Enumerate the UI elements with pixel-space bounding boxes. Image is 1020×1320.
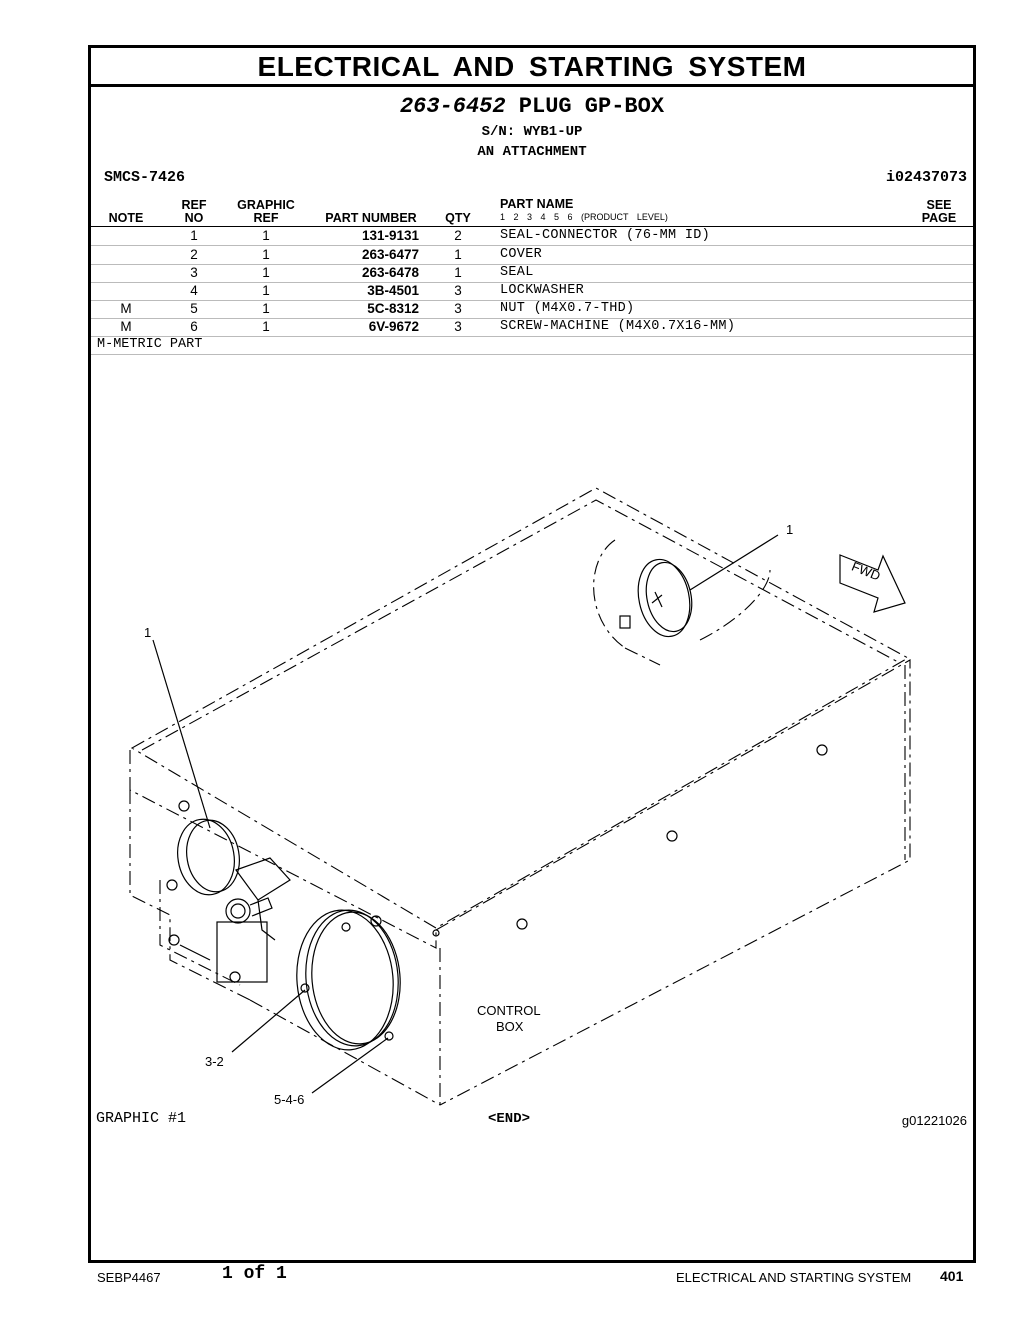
header-divider bbox=[91, 226, 973, 227]
col-ref-top: REF bbox=[181, 198, 207, 212]
col-note: NOTE bbox=[108, 211, 144, 225]
row-ref: 1 bbox=[190, 228, 198, 243]
attachment-label: AN ATTACHMENT bbox=[477, 144, 587, 160]
row-part-number: 5C-8312 bbox=[367, 301, 419, 316]
row-qty: 3 bbox=[454, 301, 462, 316]
row-ref: 4 bbox=[190, 283, 198, 298]
row-graphic-ref: 1 bbox=[262, 319, 270, 334]
table-row: 4 1 3B-4501 3 LOCKWASHER bbox=[91, 282, 973, 301]
row-ref: 3 bbox=[190, 265, 198, 280]
row-qty: 3 bbox=[454, 319, 462, 334]
group-title: 263-6452 PLUG GP-BOX bbox=[91, 94, 973, 119]
row-part-name: SEAL-CONNECTOR (76-MM ID) bbox=[500, 228, 711, 243]
col-see-bottom: PAGE bbox=[921, 211, 957, 225]
system-title: ELECTRICAL AND STARTING SYSTEM bbox=[91, 48, 973, 87]
end-marker: <END> bbox=[488, 1111, 531, 1127]
row-graphic-ref: 1 bbox=[262, 301, 270, 316]
row-note: M bbox=[120, 301, 132, 316]
col-qty: QTY bbox=[445, 211, 471, 225]
row-qty: 3 bbox=[454, 283, 462, 298]
group-part-number: 263-6452 bbox=[399, 94, 506, 119]
row-part-name: SEAL bbox=[500, 265, 534, 280]
fwd-arrow-label: FWD bbox=[849, 559, 882, 584]
control-box-label-1: CONTROL bbox=[477, 1003, 541, 1018]
table-row: 3 1 263-6478 1 SEAL bbox=[91, 264, 973, 283]
row-ref: 5 bbox=[190, 301, 198, 316]
col-part-name: PART NAME bbox=[500, 197, 574, 211]
row-graphic-ref: 1 bbox=[262, 283, 270, 298]
col-graphic-bottom: REF bbox=[253, 211, 279, 225]
graphic-id: g01221026 bbox=[901, 1113, 967, 1128]
smcs-code: SMCS-7426 bbox=[104, 169, 186, 186]
row-note: M bbox=[120, 319, 132, 334]
footnote-divider bbox=[91, 354, 973, 355]
row-graphic-ref: 1 bbox=[262, 247, 270, 262]
row-qty: 1 bbox=[454, 247, 462, 262]
table-row: M 5 1 5C-8312 3 NUT (M4X0.7-THD) bbox=[91, 300, 973, 319]
exploded-view-graphic: 1 1 3-2 5-4-6 FWD CONTROL BOX bbox=[129, 487, 911, 1107]
row-part-name: COVER bbox=[500, 247, 543, 262]
col-ref-bottom: NO bbox=[184, 211, 204, 225]
graphic-caption: GRAPHIC #1 bbox=[96, 1110, 187, 1127]
row-ref: 6 bbox=[190, 319, 198, 334]
callout-3-2: 3-2 bbox=[205, 1054, 224, 1069]
row-ref: 2 bbox=[190, 247, 198, 262]
row-qty: 2 bbox=[454, 228, 462, 243]
table-row: 1 1 131-9131 2 SEAL-CONNECTOR (76-MM ID) bbox=[91, 227, 973, 246]
row-part-number: 3B-4501 bbox=[367, 283, 419, 298]
row-part-number: 6V-9672 bbox=[368, 319, 419, 334]
product-level-legend: 1 2 3 4 5 6 (PRODUCT LEVEL) bbox=[500, 212, 668, 222]
callout-5-4-6: 5-4-6 bbox=[274, 1092, 304, 1107]
row-graphic-ref: 1 bbox=[262, 265, 270, 280]
serial-range: S/N: WYB1-UP bbox=[481, 124, 583, 140]
callout-1-rear: 1 bbox=[786, 522, 793, 537]
row-part-name: LOCKWASHER bbox=[500, 283, 585, 298]
info-id: i02437073 bbox=[885, 169, 967, 186]
callout-1-left: 1 bbox=[144, 625, 151, 640]
row-part-name: SCREW-MACHINE (M4X0.7X16-MM) bbox=[500, 319, 736, 334]
group-name: PLUG GP-BOX bbox=[518, 94, 665, 119]
row-part-number: 131-9131 bbox=[361, 228, 419, 243]
metric-footnote: M-METRIC PART bbox=[97, 337, 203, 352]
page-of: 1 of 1 bbox=[222, 1264, 287, 1284]
row-qty: 1 bbox=[454, 265, 462, 280]
row-part-number: 263-6478 bbox=[361, 265, 419, 280]
col-see-top: SEE bbox=[926, 198, 952, 212]
col-graphic-top: GRAPHIC bbox=[237, 198, 295, 212]
row-graphic-ref: 1 bbox=[262, 228, 270, 243]
page-number: 401 bbox=[940, 1268, 964, 1284]
col-part-number: PART NUMBER bbox=[325, 211, 417, 225]
document-id: SEBP4467 bbox=[97, 1270, 161, 1285]
control-box-label-2: BOX bbox=[496, 1019, 524, 1034]
footer-section: ELECTRICAL AND STARTING SYSTEM bbox=[676, 1270, 912, 1285]
table-row: 2 1 263-6477 1 COVER bbox=[91, 246, 973, 265]
page-frame: ELECTRICAL AND STARTING SYSTEM 263-6452 … bbox=[88, 45, 976, 1263]
row-part-name: NUT (M4X0.7-THD) bbox=[500, 301, 635, 316]
row-part-number: 263-6477 bbox=[361, 247, 419, 262]
table-row: M 6 1 6V-9672 3 SCREW-MACHINE (M4X0.7X16… bbox=[91, 318, 973, 337]
